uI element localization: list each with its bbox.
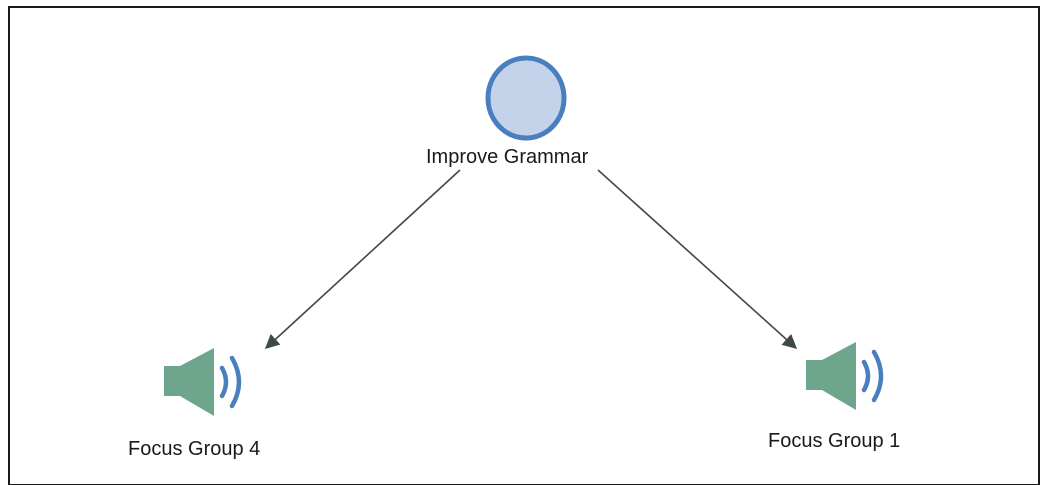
node-focus-group-1[interactable] (806, 340, 906, 416)
node-label-focus-group-1: Focus Group 1 (768, 430, 901, 452)
speaker-icon (806, 342, 884, 410)
node-label-improve-grammar: Improve Grammar (426, 146, 589, 168)
edge-improve-grammar-to-focus-group-1 (597, 169, 798, 349)
edge-improve-grammar-to-focus-group-4 (264, 169, 461, 349)
node-improve-grammar[interactable] (470, 52, 582, 144)
node-label-focus-group-4: Focus Group 4 (128, 438, 261, 460)
speaker-icon (164, 348, 242, 416)
node-focus-group-4[interactable] (164, 346, 264, 422)
circle-node-icon (485, 55, 567, 141)
